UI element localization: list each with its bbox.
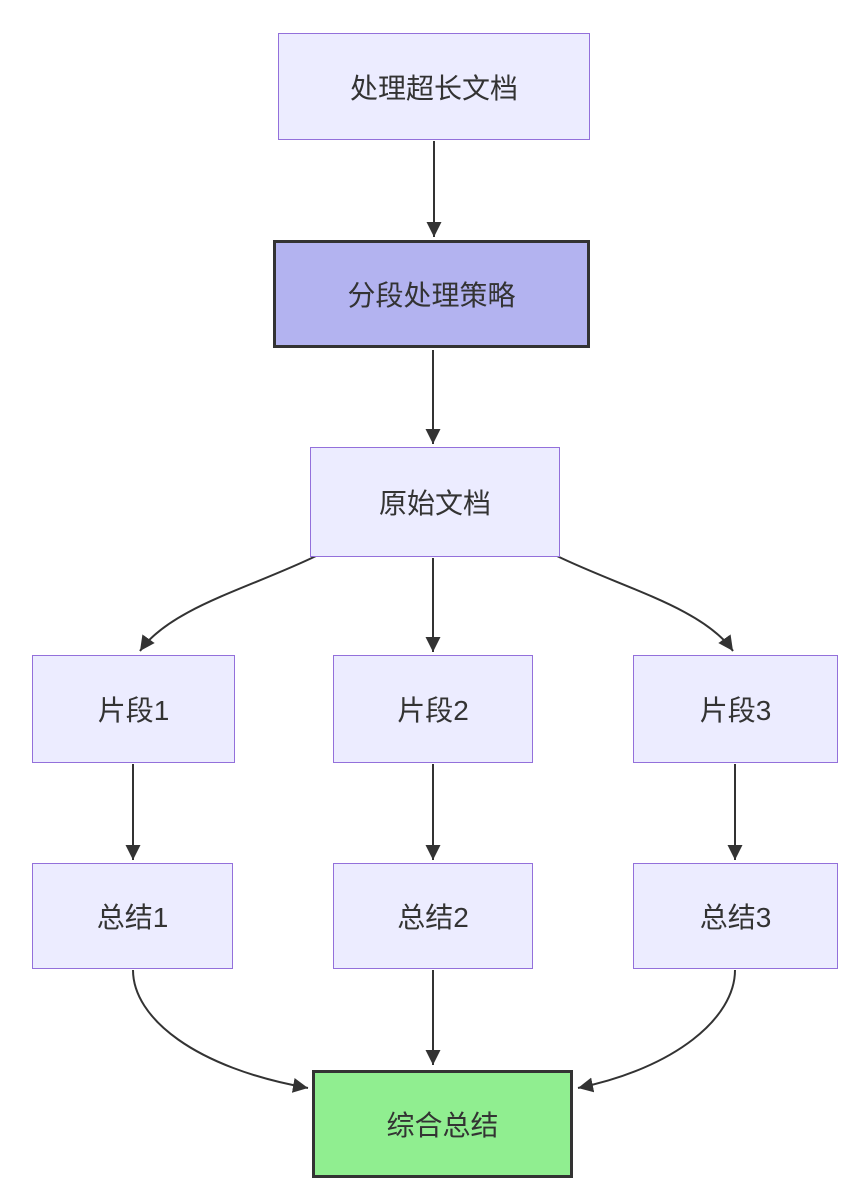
node-frag3: 片段3 — [633, 655, 838, 763]
node-sum2-label: 总结2 — [397, 902, 469, 933]
edge-source-frag3 — [556, 555, 734, 652]
node-frag1: 片段1 — [32, 655, 235, 763]
node-source-label: 原始文档 — [378, 488, 491, 519]
node-sum3: 总结3 — [633, 863, 838, 969]
node-sum3-label: 总结3 — [699, 902, 772, 933]
node-sum1: 总结1 — [32, 863, 233, 969]
node-sum2: 总结2 — [333, 863, 533, 969]
node-doc: 处理超长文档 — [278, 33, 590, 140]
node-frag3-label: 片段3 — [699, 695, 772, 726]
node-strategy: 分段处理策略 — [273, 240, 590, 348]
node-frag2-label: 片段2 — [397, 695, 469, 726]
edge-sum3-final — [577, 969, 736, 1093]
edge-sum1-final — [132, 969, 309, 1093]
node-final: 综合总结 — [312, 1070, 573, 1178]
node-strategy-label: 分段处理策略 — [347, 280, 516, 311]
node-frag1-label: 片段1 — [97, 695, 170, 726]
node-sum1-label: 总结1 — [96, 902, 169, 933]
edge-source-frag1 — [139, 555, 317, 652]
node-source: 原始文档 — [310, 447, 560, 557]
node-final-label: 综合总结 — [386, 1110, 499, 1141]
node-doc-label: 处理超长文档 — [349, 72, 518, 104]
node-frag2: 片段2 — [333, 655, 533, 763]
